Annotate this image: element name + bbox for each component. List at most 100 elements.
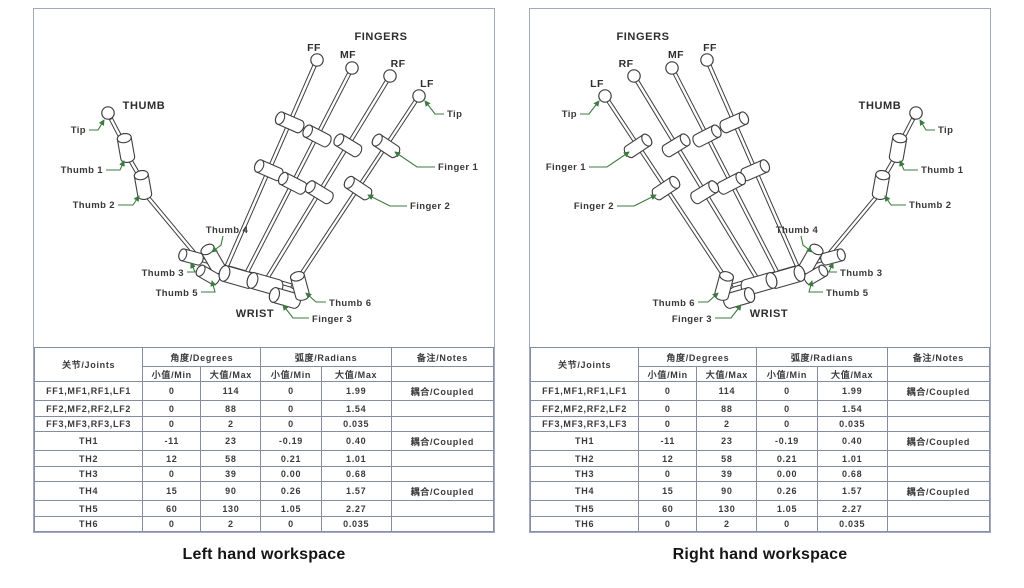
label-fingers-title: FINGERS [354,31,407,43]
label-ff: FF [307,42,321,54]
label-thumb-4: Thumb 4 [206,225,249,236]
finger-link-joint [253,159,284,182]
header-notes: 备注/Notes [886,347,991,367]
finger-3-joint [722,287,756,309]
cell-rad-max: 1.01 [320,450,392,467]
ff-tip-joint [700,53,714,67]
label-mf: MF [668,49,684,61]
cell-rad-min: 0.00 [756,465,818,482]
cell-joint: TH2 [33,450,144,467]
finger-link-joint [333,133,363,158]
header-rad-max: 大值/Max [816,366,888,382]
label-ff: FF [703,42,717,54]
header-degrees: 角度/Degrees [142,347,262,367]
leader-line [118,195,140,206]
finger-link-joint [343,175,373,201]
cell-note [886,515,991,533]
leader-line [589,151,630,168]
cell-deg-min: 0 [142,465,202,482]
label-finger-2: Finger 2 [574,201,614,212]
cell-deg-min: 15 [142,480,202,502]
finger-link-joint [661,133,691,158]
label-thumb-6: Thumb 6 [653,298,695,309]
cell-rad-max: 1.57 [320,480,392,502]
cell-deg-max: 2 [200,515,262,533]
cell-note [390,450,495,467]
leader-line [617,194,657,207]
cell-deg-min: 0 [142,415,202,432]
header-deg-min: 小值/Min [638,366,698,382]
cell-joint: TH1 [33,430,144,452]
leader-line [187,262,196,273]
thumb-tip-joint [909,106,923,120]
cell-deg-min: 0 [142,380,202,402]
cell-rad-min: 0 [756,380,818,402]
leader-line [367,194,407,207]
finger-link-joint [304,180,334,205]
label-lf: LF [590,78,604,90]
label-thumb-1: Thumb 1 [61,165,104,176]
cell-deg-min: 0 [638,415,698,432]
cell-rad-max: 0.035 [320,415,392,432]
cell-rad-min: 0 [260,415,322,432]
cell-deg-max: 58 [696,450,758,467]
right-caption: Right hand workspace [672,546,848,563]
link-rod [143,193,199,257]
cell-rad-max: 1.01 [816,450,888,467]
header-deg-max: 大值/Max [200,366,262,382]
header-rad-max: 大值/Max [320,366,392,382]
cell-joint: FF2,MF2,RF2,LF2 [33,400,144,417]
cell-note: 耦合/Coupled [390,380,495,402]
cell-rad-min: 0.26 [260,480,322,502]
cell-rad-min: 0 [756,415,818,432]
cell-note [886,500,991,517]
cell-note: 耦合/Coupled [390,430,495,452]
label-fingers-title: FINGERS [616,31,669,43]
thumb-5-joint [803,264,829,286]
thumb-tip-joint [101,106,115,120]
cell-rad-max: 0.40 [816,430,888,452]
leader-line [282,304,309,319]
left-caption: Left hand workspace [182,546,346,563]
cell-deg-max: 2 [696,415,758,432]
cell-deg-max: 23 [200,430,262,452]
cell-note [390,465,495,482]
header-rad-min: 小值/Min [756,366,818,382]
finger-link-joint [692,124,722,148]
label-rf: RF [391,58,406,70]
leader-line [800,235,813,253]
cell-deg-max: 88 [200,400,262,417]
label-thumb-tip: Tip [938,125,953,136]
cell-note [886,450,991,467]
label-thumb-2: Thumb 2 [909,200,951,211]
label-thumb-1: Thumb 1 [921,165,964,176]
finger-link-joint [302,124,332,148]
leader-line [715,304,742,319]
leader-line [807,280,823,293]
cell-joint: TH6 [529,515,640,533]
rf-tip-joint [627,69,641,83]
mf-tip-joint [665,61,679,75]
header-deg-max: 大值/Max [696,366,758,382]
cell-deg-max: 23 [696,430,758,452]
ff-tip-joint [310,53,324,67]
header-notes: 备注/Notes [390,347,495,367]
cell-deg-min: -11 [142,430,202,452]
cell-rad-max: 1.54 [320,400,392,417]
label-thumb-6: Thumb 6 [329,298,371,309]
cell-rad-min: 0.26 [756,480,818,502]
